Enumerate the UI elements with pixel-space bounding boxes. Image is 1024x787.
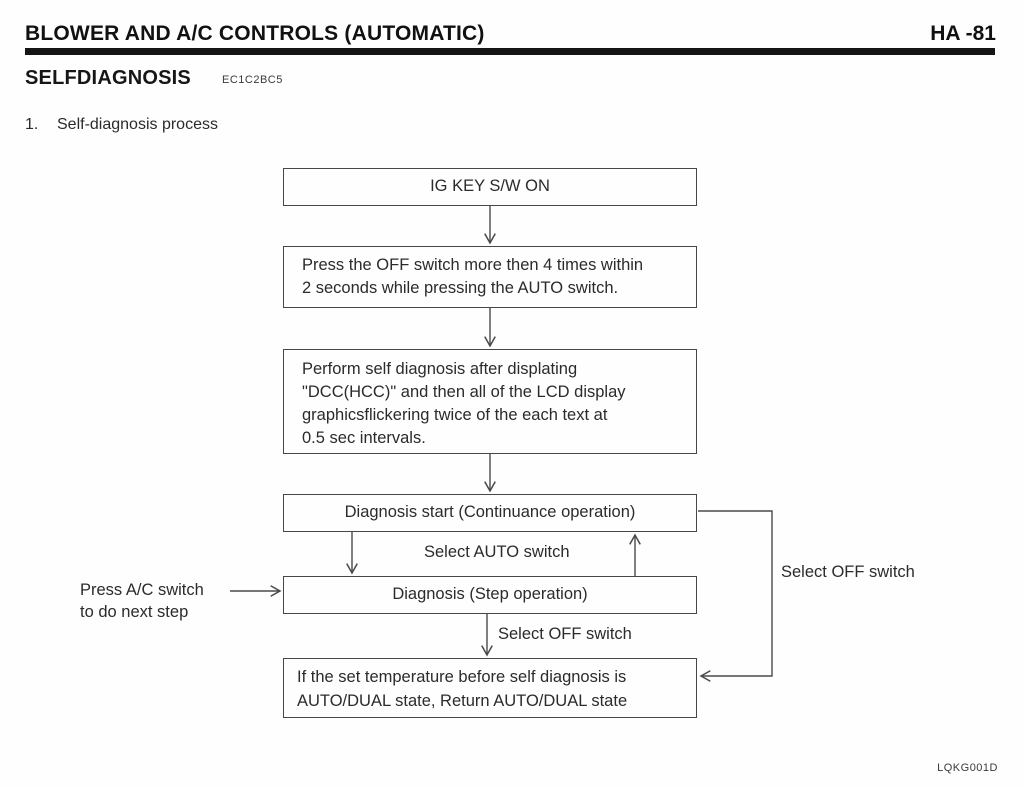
arrow-start-loop-to-return xyxy=(698,510,773,682)
section-code: EC1C2BC5 xyxy=(222,74,283,86)
flow-box-text: Diagnosis start (Continuance operation) xyxy=(344,503,636,521)
label-press-ac-switch: Press A/C switch to do next step xyxy=(80,579,204,623)
flow-box-perform-self-diagnosis: Perform self diagnosis after displating … xyxy=(283,349,697,454)
list-item-number: 1. xyxy=(25,116,39,133)
flow-box-text: IG KEY S/W ON xyxy=(430,177,550,195)
label-select-off-switch-step: Select OFF switch xyxy=(498,625,632,643)
label-press-ac-line2: to do next step xyxy=(80,603,189,621)
list-item-text: Self-diagnosis process xyxy=(57,116,218,133)
flow-box-text: Diagnosis (Step operation) xyxy=(392,585,588,603)
flow-box-text: Perform self diagnosis after displating xyxy=(302,360,578,378)
header-divider xyxy=(25,48,995,55)
flow-box-text: "DCC(HCC)" and then all of the LCD displ… xyxy=(302,383,626,401)
label-select-off-switch-loop: Select OFF switch xyxy=(781,563,915,581)
page-title: BLOWER AND A/C CONTROLS (AUTOMATIC) xyxy=(25,22,485,45)
figure-code: LQKG001D xyxy=(937,762,998,774)
flow-box-press-off-switch: Press the OFF switch more then 4 times w… xyxy=(283,246,697,308)
flow-box-text: If the set temperature before self diagn… xyxy=(297,668,627,686)
flow-box-text: 0.5 sec intervals. xyxy=(302,429,426,447)
flow-box-return-auto-dual: If the set temperature before self diagn… xyxy=(283,658,697,718)
flow-box-diagnosis-step: Diagnosis (Step operation) xyxy=(283,576,697,614)
label-press-ac-line1: Press A/C switch xyxy=(80,581,204,599)
flow-box-text: graphicsflickering twice of the each tex… xyxy=(302,406,608,424)
label-select-auto-switch: Select AUTO switch xyxy=(424,543,570,561)
flow-box-diagnosis-start: Diagnosis start (Continuance operation) xyxy=(283,494,697,532)
flow-box-text: 2 seconds while pressing the AUTO switch… xyxy=(302,279,619,297)
flow-box-ig-key-on: IG KEY S/W ON xyxy=(283,168,697,206)
section-heading: SELFDIAGNOSIS xyxy=(25,67,191,89)
flow-box-text: AUTO/DUAL state, Return AUTO/DUAL state xyxy=(297,692,628,710)
page-number: HA -81 xyxy=(930,22,996,45)
flow-box-text: Press the OFF switch more then 4 times w… xyxy=(302,256,644,274)
